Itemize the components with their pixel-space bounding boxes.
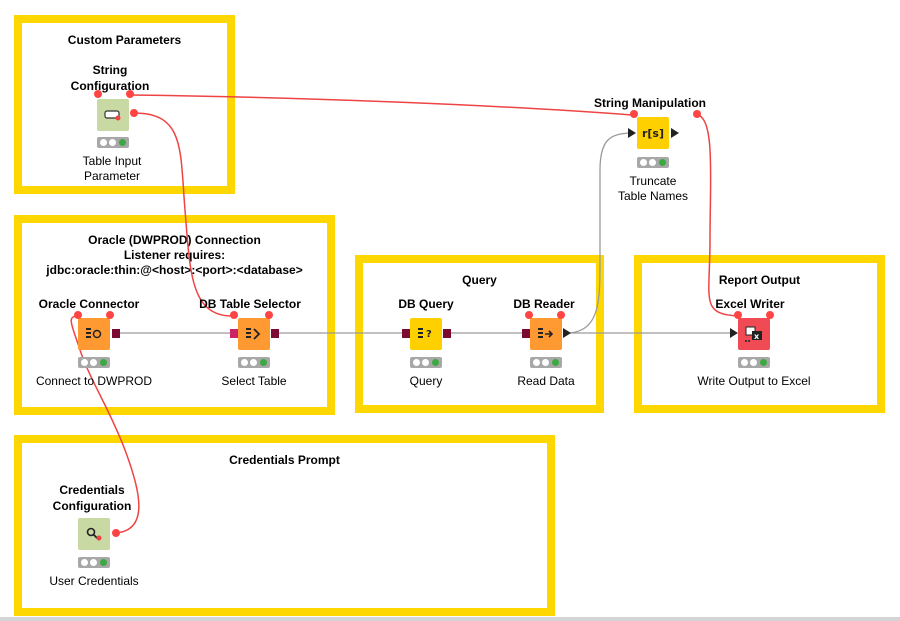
flowvar-port[interactable] [693,110,701,118]
flowvar-port[interactable] [265,311,273,319]
db-output-port[interactable] [271,329,279,338]
annotation-title: Credentials Prompt [229,453,340,467]
node-status-oracle-connector [78,357,110,368]
annotation-title: Query [462,273,497,287]
string-config-icon[interactable] [97,99,129,131]
node-title-db-table-selector: DB Table Selector [199,297,301,311]
data-output-port[interactable] [563,328,571,338]
flowvar-manipulation-to-excel[interactable] [697,114,739,317]
string-manipulation-icon[interactable]: r[s] [637,117,669,149]
db-connector-icon[interactable] [78,318,110,350]
annotation-title: Report Output [718,273,801,287]
node-label-db-reader[interactable]: Read Data [517,374,575,388]
connection-reader-to-string-manipulation[interactable] [569,132,633,334]
svg-text:?: ? [426,329,432,340]
flowvar-string-config-to-manipulation[interactable] [129,94,633,116]
node-title-string-manipulation: String Manipulation [594,96,706,110]
node-label-db-query[interactable]: Query [409,374,443,388]
node-title-string-configuration: String Configuration [70,63,150,93]
annotation-oracle-connection[interactable]: Oracle (DWPROD) Connection Listener requ… [14,215,335,415]
db-table-selector-icon[interactable] [238,318,270,350]
flowvar-string-config-to-selector[interactable] [133,112,233,317]
annotation-custom-parameters[interactable]: Custom Parameters [14,15,235,194]
node-label-oracle-connector[interactable]: Connect to DWPROD [35,374,153,388]
flowvar-port[interactable] [525,311,533,319]
flowvar-port[interactable] [630,110,638,118]
flowvar-port[interactable] [94,90,102,98]
node-title-excel-writer: Excel Writer [715,297,785,311]
flowvar-port[interactable] [126,90,134,98]
node-label-string-manipulation[interactable]: Truncate Table Names [617,174,689,203]
node-status-string-manipulation [637,157,669,168]
flowvar-credentials-to-connector[interactable] [70,315,140,534]
node-status-string-configuration [97,137,129,148]
annotation-credentials-prompt[interactable]: Credentials Prompt [14,435,555,616]
db-input-port[interactable] [522,329,530,338]
excel-writer-icon[interactable]: x [738,318,770,350]
annotation-query[interactable]: Query [355,255,604,413]
node-status-db-query [410,357,442,368]
flowvar-port[interactable] [106,311,114,319]
db-input-port[interactable] [230,329,238,338]
db-output-port[interactable] [443,329,451,338]
annotation-title: Custom Parameters [67,33,182,47]
db-reader-icon[interactable] [530,318,562,350]
node-title-credentials-configuration: Credentials Configuration [52,483,132,513]
flowvar-output-port[interactable] [130,109,138,117]
node-label-string-configuration[interactable]: Table Input Parameter [82,154,142,183]
db-output-port[interactable] [112,329,120,338]
flowvar-port[interactable] [557,311,565,319]
data-input-port[interactable] [628,128,636,138]
node-status-db-table-selector [238,357,270,368]
flowvar-port[interactable] [766,311,774,319]
svg-text:x: x [754,332,760,341]
flowvar-output-port[interactable] [112,529,120,537]
credentials-icon[interactable] [78,518,110,550]
annotation-title: Oracle (DWPROD) Connection Listener requ… [46,233,303,277]
db-query-icon[interactable]: ? [410,318,442,350]
node-status-db-reader [530,357,562,368]
node-status-excel-writer [738,357,770,368]
flowvar-port[interactable] [74,311,82,319]
node-title-db-query: DB Query [398,297,454,311]
db-input-port[interactable] [402,329,410,338]
data-output-port[interactable] [671,128,679,138]
node-label-excel-writer[interactable]: Write Output to Excel [697,374,811,388]
canvas-bottom-scrollbar[interactable] [0,617,900,621]
data-input-port[interactable] [730,328,738,338]
node-title-oracle-connector: Oracle Connector [38,297,140,311]
node-title-db-reader: DB Reader [513,297,575,311]
node-label-credentials-configuration[interactable]: User Credentials [49,574,139,588]
flowvar-port[interactable] [734,311,742,319]
node-status-credentials-configuration [78,557,110,568]
flowvar-port[interactable] [230,311,238,319]
node-label-db-table-selector[interactable]: Select Table [221,374,287,388]
